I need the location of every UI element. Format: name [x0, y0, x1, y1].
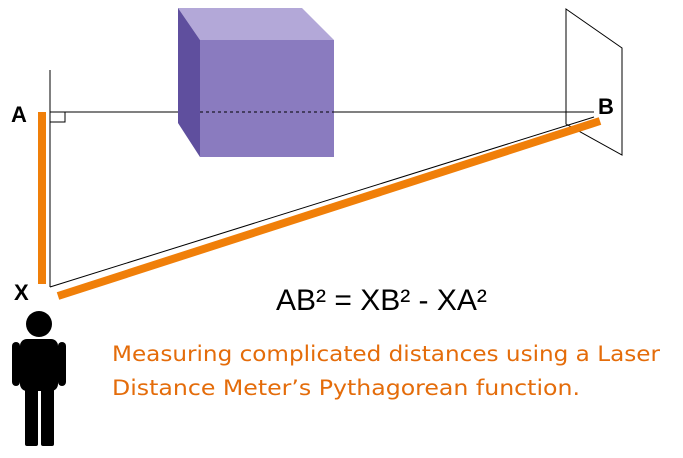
cube-side-face — [178, 8, 200, 157]
point-a-label: A — [11, 102, 27, 127]
cube-front-face — [200, 40, 334, 157]
right-angle-marker — [50, 112, 66, 123]
pythagorean-formula: AB² = XB² - XA² — [276, 284, 487, 317]
target-wall-panel — [565, 8, 623, 156]
laser-diagonal-xb — [56, 117, 602, 300]
caption-line-1: Measuring complicated distances using a … — [112, 342, 660, 366]
cube-top-face — [178, 8, 334, 40]
person-silhouette-icon — [12, 311, 66, 446]
diagonal-reference-line — [49, 116, 595, 288]
point-b-label: B — [598, 94, 614, 119]
caption-line-2: Distance Meter’s Pythagorean function. — [112, 376, 580, 400]
cube-obstacle — [178, 8, 334, 157]
point-x-label: X — [14, 280, 29, 305]
